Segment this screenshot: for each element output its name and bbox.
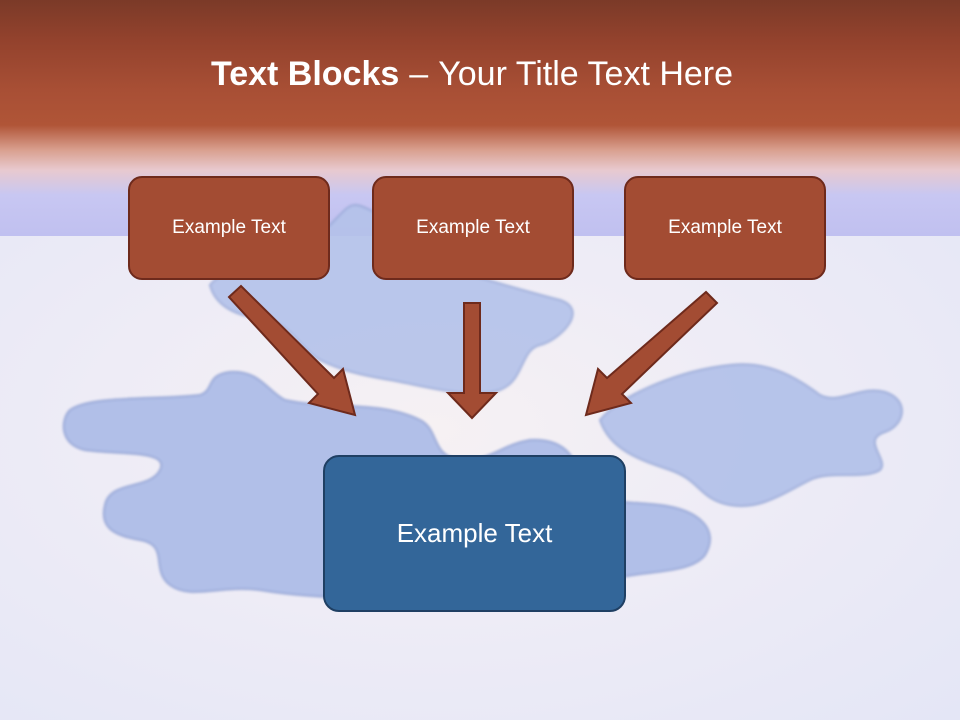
title-dash: – <box>409 55 429 93</box>
arrow-down-right-icon <box>227 284 357 417</box>
text-block-main-label: Example Text <box>396 518 553 548</box>
text-block-1[interactable]: Example Text <box>128 176 330 280</box>
text-block-3[interactable]: Example Text <box>624 176 826 280</box>
text-block-main[interactable]: Example Text <box>323 455 626 612</box>
puzzle-piece-icon <box>598 363 903 507</box>
title-rest-text: Your Title Text Here <box>438 55 734 93</box>
slide-title: Text Blocks–Your Title Text Here <box>0 55 944 94</box>
text-block-2-label: Example Text <box>416 217 530 238</box>
text-block-3-label: Example Text <box>668 217 782 238</box>
text-block-2[interactable]: Example Text <box>372 176 574 280</box>
arrow-down-icon <box>445 302 499 420</box>
title-bold-text: Text Blocks <box>210 55 400 93</box>
text-block-1-label: Example Text <box>172 217 286 238</box>
arrow-down-left-icon <box>584 290 719 417</box>
